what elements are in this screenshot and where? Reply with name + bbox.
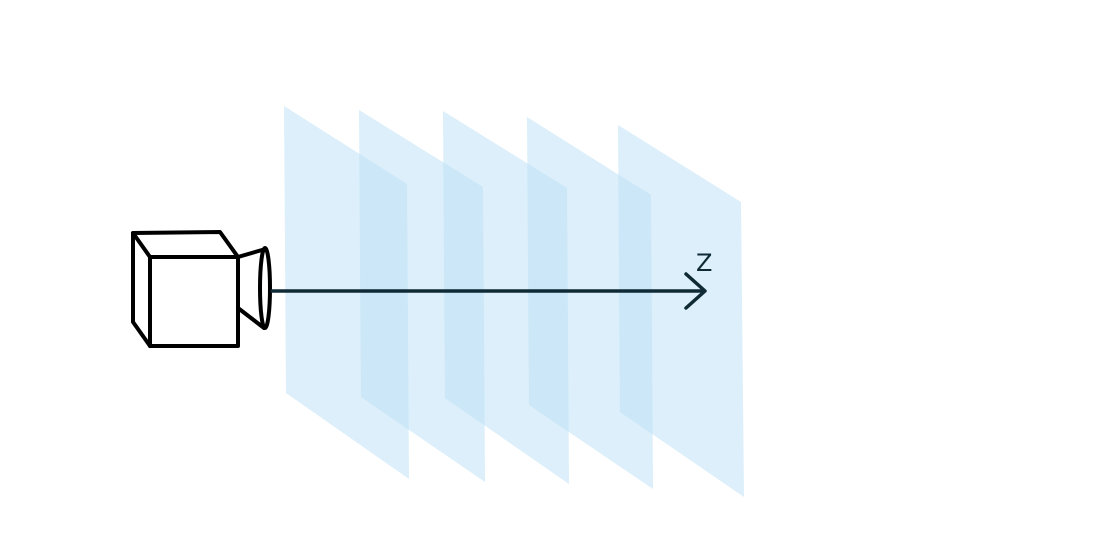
z-axis-arrow-icon: Z: [270, 249, 712, 310]
camera-lens: [236, 248, 266, 330]
camera-body-top: [131, 230, 240, 259]
z-axis-arrowhead: [684, 272, 707, 310]
camera-icon: [131, 230, 272, 348]
camera-body-side: [131, 231, 152, 348]
depth-planes: [284, 106, 744, 497]
z-axis-label: Z: [696, 249, 712, 277]
camera-body-front: [148, 255, 240, 348]
camera-lens-rim: [258, 246, 272, 330]
depth-plane-5: [618, 125, 744, 497]
